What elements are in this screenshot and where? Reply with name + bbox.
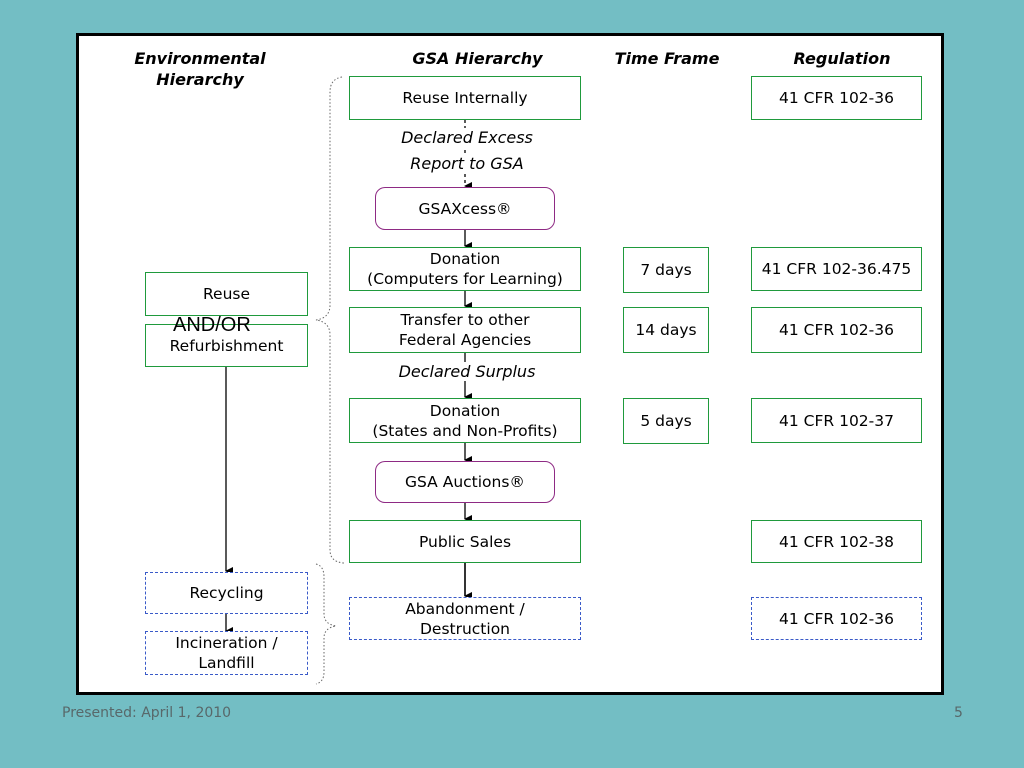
footer-page-number: 5 (954, 705, 963, 721)
gsa-auctions-box: GSA Auctions® (375, 461, 555, 503)
incineration-landfill-box: Incineration / Landfill (145, 631, 308, 675)
donation-computers-for-learning-box: Donation (Computers for Learning) (349, 247, 581, 291)
recycling-box: Recycling (145, 572, 308, 614)
reuse-box: Reuse (145, 272, 308, 316)
reuse-internally-box: Reuse Internally (349, 76, 581, 120)
and-or-label: AND/OR (173, 314, 251, 336)
footer-presented-date: Presented: April 1, 2010 (62, 705, 232, 721)
declared-surplus-note: Declared Surplus (380, 362, 554, 381)
abandonment-destruction-box: Abandonment / Destruction (349, 597, 581, 640)
regulation-reuse-internally: 41 CFR 102-36 (751, 76, 922, 120)
transfer-federal-agencies-box: Transfer to other Federal Agencies (349, 307, 581, 353)
time-frame-14-days: 14 days (623, 307, 709, 353)
time-frame-5-days: 5 days (623, 398, 709, 444)
header-time-frame: Time Frame (614, 49, 720, 68)
regulation-donation-cfl: 41 CFR 102-36.475 (751, 247, 922, 291)
donation-states-nonprofits-box: Donation (States and Non-Profits) (349, 398, 581, 443)
header-regulation: Regulation (793, 49, 891, 68)
regulation-donation-states: 41 CFR 102-37 (751, 398, 922, 443)
regulation-transfer: 41 CFR 102-36 (751, 307, 922, 353)
report-to-gsa-note: Report to GSA (380, 154, 554, 173)
header-gsa-hierarchy: GSA Hierarchy (412, 49, 543, 68)
time-frame-7-days: 7 days (623, 247, 709, 293)
regulation-public-sales: 41 CFR 102-38 (751, 520, 922, 563)
declared-excess-note: Declared Excess (380, 128, 554, 147)
header-environmental-hierarchy: Environmental Hierarchy (134, 49, 266, 89)
regulation-abandonment: 41 CFR 102-36 (751, 597, 922, 640)
public-sales-box: Public Sales (349, 520, 581, 563)
gsaxcess-box: GSAXcess® (375, 187, 555, 230)
refurbishment-box: Refurbishment (145, 324, 308, 367)
